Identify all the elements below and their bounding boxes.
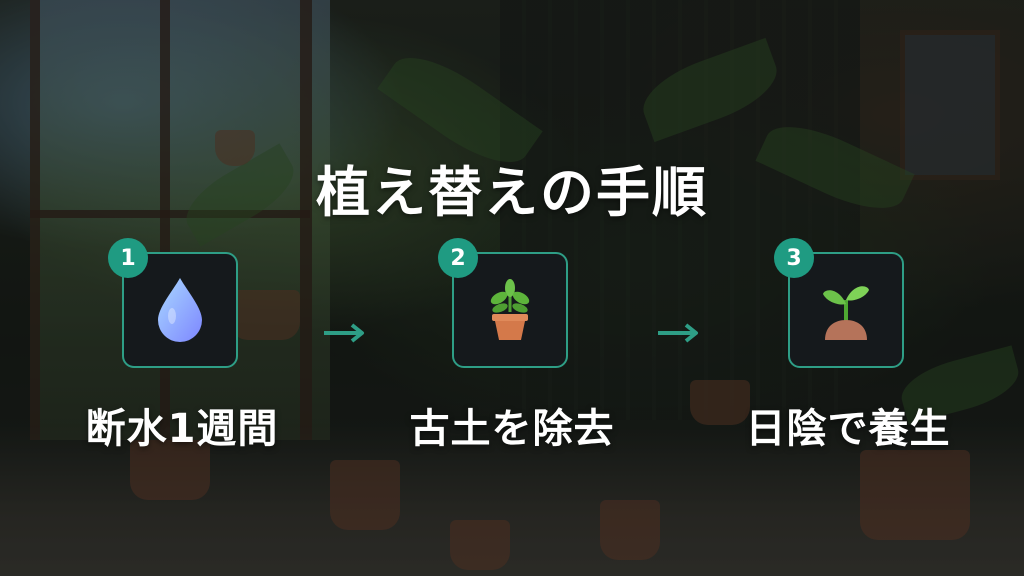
step-number-badge: 1 (108, 238, 148, 278)
potted-plant-icon (490, 279, 530, 340)
step-icon-card (452, 252, 568, 368)
page-title: 植え替えの手順 (316, 161, 708, 224)
step-3: 3 日陰で養生 (698, 238, 998, 452)
seedling-icon (823, 286, 869, 340)
step-1: 1 断水1週間 (32, 238, 332, 452)
step-number-badge: 2 (438, 238, 478, 278)
step-label: 日陰で養生 (745, 406, 951, 452)
water-drop-icon (158, 278, 202, 342)
step-number-badge: 3 (774, 238, 814, 278)
step-label: 古土を除去 (409, 406, 615, 452)
arrow-right-icon (658, 323, 698, 343)
step-label: 断水1週間 (85, 406, 279, 452)
arrow-right-icon (324, 323, 364, 343)
step-2: 2 古土を除去 (362, 238, 662, 452)
